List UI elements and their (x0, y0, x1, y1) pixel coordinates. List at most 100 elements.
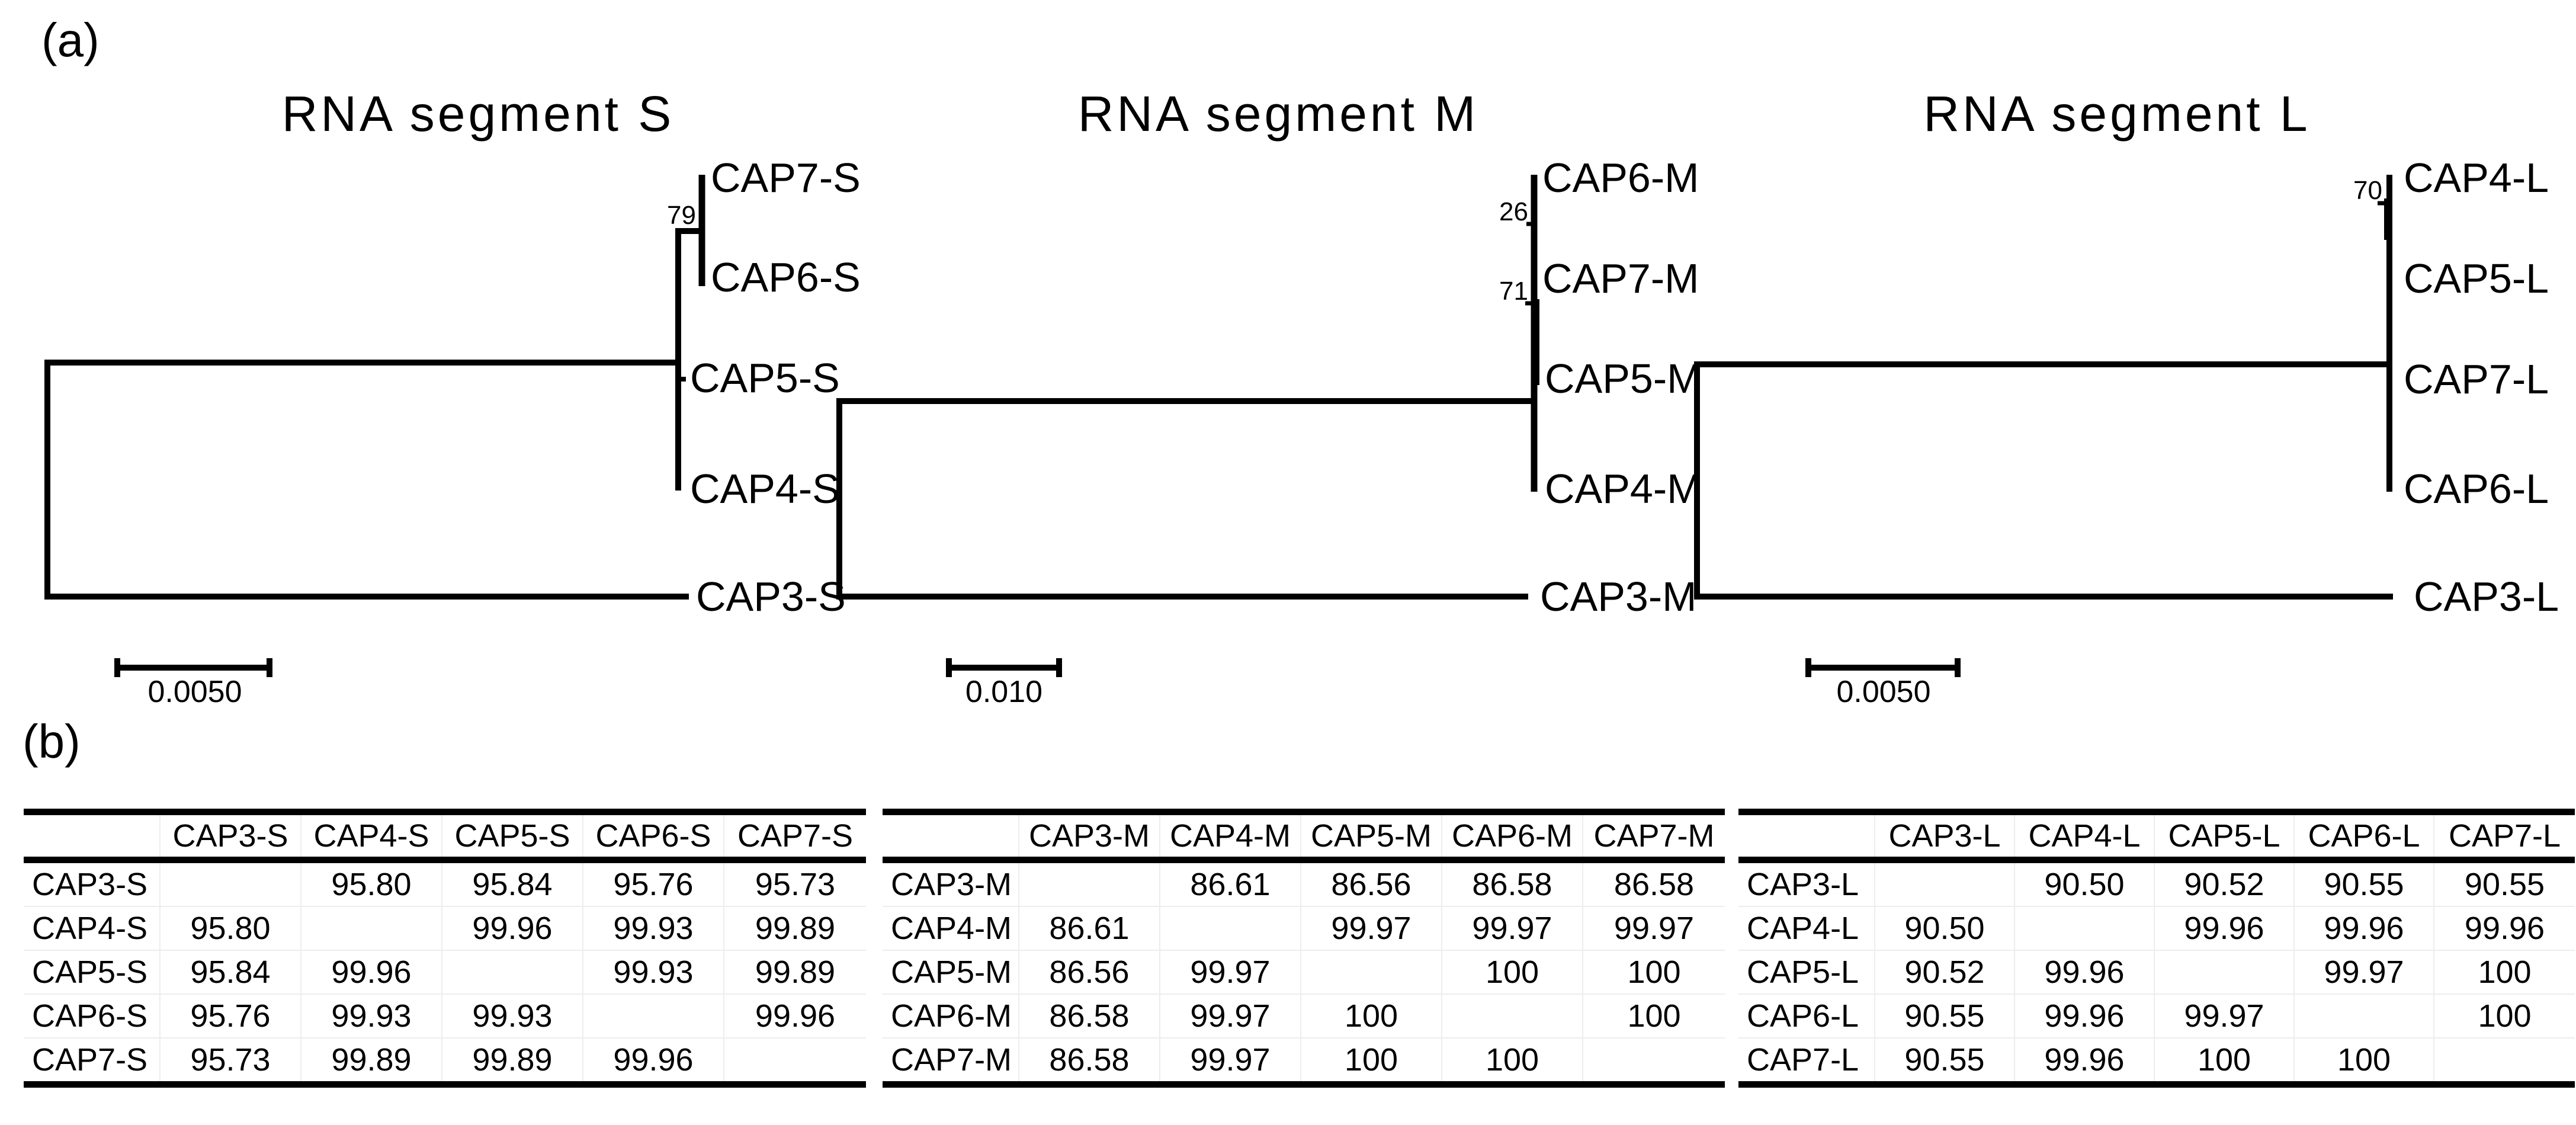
tree-s-title: RNA segment S (281, 86, 675, 142)
taxon-label-cap5-l: CAP5-L (2404, 255, 2549, 302)
identity-value: 95.84 (441, 860, 583, 906)
column-header: CAP3-L (1874, 812, 2014, 863)
table-row: CAP3-L 90.50 90.52 90.55 90.55 (1738, 860, 2575, 906)
identity-value: 90.50 (1874, 906, 2014, 950)
bootstrap-value-s-79: 79 (667, 201, 696, 230)
taxon-label-cap4-s: CAP4-S (690, 466, 840, 512)
corner-cell (883, 812, 1019, 863)
taxon-label-cap7-m: CAP7-M (1542, 255, 1699, 302)
column-header: CAP6-M (1441, 812, 1583, 863)
identity-value: 90.55 (1874, 993, 2014, 1038)
taxon-label-cap6-s: CAP6-S (711, 254, 861, 300)
identity-value (1874, 860, 2014, 906)
row-header: CAP5-M (883, 950, 1019, 994)
tree-l-root-branches (1694, 361, 2393, 600)
table-row: CAP3-S 95.80 95.84 95.76 95.73 (24, 860, 866, 906)
table-row: CAP7-L 90.55 99.96 100 100 (1738, 1037, 2575, 1085)
tree-m-scale-label: 0.010 (965, 675, 1043, 709)
row-header: CAP5-S (24, 950, 160, 994)
identity-value: 86.58 (1018, 993, 1160, 1038)
column-header: CAP3-M (1018, 812, 1160, 863)
row-header: CAP5-L (1738, 950, 1875, 994)
row-header: CAP6-L (1738, 993, 1875, 1038)
identity-value: 99.97 (1582, 906, 1725, 950)
identity-value: 95.80 (300, 860, 442, 906)
identity-value: 99.96 (2014, 993, 2154, 1038)
table-row: CAP7-S 95.73 99.89 99.89 99.96 (24, 1037, 866, 1085)
identity-value: 86.58 (1018, 1037, 1160, 1085)
identity-value (2433, 1037, 2575, 1085)
table-row: CAP6-M 86.58 99.97 100 100 (883, 993, 1725, 1038)
row-header: CAP4-L (1738, 906, 1875, 950)
identity-value: 99.93 (582, 950, 724, 994)
identity-value (1159, 906, 1301, 950)
identity-value: 99.97 (1159, 1037, 1301, 1085)
identity-value: 99.93 (300, 993, 442, 1038)
identity-value: 95.73 (159, 1037, 301, 1085)
column-header: CAP5-L (2154, 812, 2294, 863)
identity-value: 86.61 (1159, 860, 1301, 906)
tree-s-scale-bar (114, 658, 272, 677)
column-header: CAP5-M (1300, 812, 1442, 863)
taxon-label-cap6-m: CAP6-M (1542, 155, 1699, 201)
identity-value: 99.96 (441, 906, 583, 950)
row-header: CAP4-M (883, 906, 1019, 950)
table-row: CAP5-L 90.52 99.96 99.97 100 (1738, 950, 2575, 994)
column-header: CAP6-S (582, 812, 724, 863)
table-row: CAP6-L 90.55 99.96 99.97 100 (1738, 993, 2575, 1038)
identity-value: 99.89 (441, 1037, 583, 1085)
row-header: CAP7-M (883, 1037, 1019, 1085)
identity-value: 100 (2293, 1037, 2434, 1085)
identity-value (1441, 993, 1583, 1038)
column-header: CAP6-L (2293, 812, 2434, 863)
taxon-label-cap3-l: CAP3-L (2414, 573, 2559, 620)
identity-value: 90.50 (2014, 860, 2154, 906)
identity-value: 100 (2433, 950, 2575, 994)
identity-value: 95.73 (723, 860, 866, 906)
identity-value: 95.76 (159, 993, 301, 1038)
table-row: CAP4-L 90.50 99.96 99.96 99.96 (1738, 906, 2575, 950)
identity-value (2293, 993, 2434, 1038)
table-header-row: CAP3-S CAP4-S CAP5-S CAP6-S CAP7-S (24, 812, 866, 863)
identity-value: 99.97 (2293, 950, 2434, 994)
column-header: CAP3-S (159, 812, 301, 863)
identity-value: 99.96 (2293, 906, 2434, 950)
identity-value: 86.58 (1441, 860, 1583, 906)
identity-value (300, 906, 442, 950)
taxon-label-cap3-m: CAP3-M (1540, 573, 1697, 620)
tree-l-scale-label: 0.0050 (1836, 675, 1931, 709)
tree-m-title: RNA segment M (1077, 86, 1479, 142)
identity-value (1018, 860, 1160, 906)
identity-value: 90.55 (2433, 860, 2575, 906)
row-header: CAP7-S (24, 1037, 160, 1085)
bootstrap-value-l-70: 70 (2353, 176, 2382, 205)
identity-value: 86.56 (1300, 860, 1442, 906)
tree-s-scale-label: 0.0050 (147, 675, 242, 709)
identity-value: 99.96 (300, 950, 442, 994)
row-header: CAP4-S (24, 906, 160, 950)
identity-value: 100 (2433, 993, 2575, 1038)
identity-value (441, 950, 583, 994)
identity-value (723, 1037, 866, 1085)
identity-value: 95.84 (159, 950, 301, 994)
identity-value: 99.89 (300, 1037, 442, 1085)
identity-value (2154, 950, 2294, 994)
panel-b-label: (b) (23, 715, 81, 768)
column-header: CAP7-L (2433, 812, 2575, 863)
identity-value: 99.96 (2014, 1037, 2154, 1085)
column-header: CAP7-S (723, 812, 866, 863)
column-header: CAP4-L (2014, 812, 2154, 863)
corner-cell (1738, 812, 1875, 863)
table-row: CAP7-M 86.58 99.97 100 100 (883, 1037, 1725, 1085)
bootstrap-value-m-71: 71 (1499, 277, 1528, 306)
row-header: CAP3-M (891, 867, 1012, 902)
identity-value: 86.56 (1018, 950, 1160, 994)
column-header: CAP7-M (1582, 812, 1725, 863)
identity-value: 100 (1300, 993, 1442, 1038)
identity-value: 99.97 (1300, 906, 1442, 950)
row-header: CAP7-L (1738, 1037, 1875, 1085)
identity-value: 99.97 (1159, 950, 1301, 994)
identity-value: 86.58 (1582, 860, 1725, 906)
taxon-label-cap7-l: CAP7-L (2404, 356, 2549, 402)
identity-value: 99.93 (582, 906, 724, 950)
